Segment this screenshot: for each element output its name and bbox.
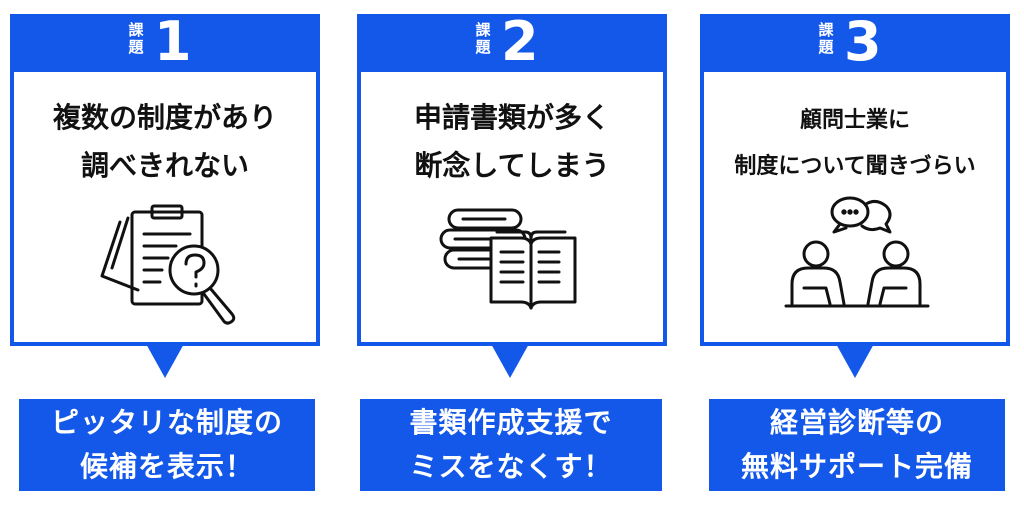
solution-line1: 経営診断等の [769, 406, 944, 439]
challenge-label-top: 課 [475, 21, 491, 39]
challenge-header-2: 課 題 2 [357, 10, 667, 73]
solution-line1: ピッタリな制度の [50, 406, 283, 439]
challenge-header-3: 課 題 3 [700, 10, 1010, 73]
challenge-title: 複数の制度があり 調べきれない [14, 94, 316, 190]
challenge-label-bottom: 題 [475, 38, 491, 56]
challenge-title-line2: 断念してしまう [414, 149, 610, 182]
challenge-title: 顧問士業に 制度について聞きづらい [704, 98, 1006, 190]
solution-box-3: 経営診断等の 無料サポート完備 [709, 399, 1005, 491]
books-icon [439, 208, 577, 310]
challenge-label-bottom: 題 [128, 38, 144, 56]
challenge-label: 課 題 [128, 22, 144, 56]
challenge-label-top: 課 [128, 21, 144, 39]
arrow-down-icon [835, 342, 875, 378]
challenge-number: 3 [844, 10, 882, 73]
clipboard-magnifier-icon [100, 204, 236, 325]
challenge-title: 申請書類が多く 断念してしまう [361, 94, 663, 190]
challenge-title-line1: 顧問士業に [799, 108, 910, 133]
challenge-title-line2: 調べきれない [80, 149, 249, 182]
challenge-header-1: 課 題 1 [10, 10, 320, 73]
solution-box-1: ピッタリな制度の 候補を表示！ [19, 399, 315, 491]
challenge-label-top: 課 [818, 21, 834, 39]
challenge-number: 1 [154, 10, 192, 73]
solution-line2: 無料サポート完備 [740, 450, 973, 483]
challenge-card-1: 課 題 1 複数の制度があり 調べきれない [10, 10, 320, 346]
challenge-label: 課 題 [475, 22, 491, 56]
challenge-card-2: 課 題 2 申請書類が多く 断念してしまう [357, 10, 667, 346]
challenge-label: 課 題 [818, 22, 834, 56]
challenge-title-line1: 複数の制度があり [52, 101, 277, 134]
challenge-card-3: 課 題 3 顧問士業に 制度について聞きづらい [700, 10, 1010, 346]
consultation-icon [784, 196, 930, 308]
arrow-down-icon [490, 342, 530, 378]
solution-line2: ミスをなくす！ [409, 450, 613, 483]
solution-line2: 候補を表示！ [79, 450, 254, 483]
solution-box-2: 書類作成支援で ミスをなくす！ [360, 399, 662, 491]
challenge-title-line2: 制度について聞きづらい [734, 154, 976, 179]
challenge-title-line1: 申請書類が多く [413, 101, 610, 134]
challenge-label-bottom: 題 [818, 38, 834, 56]
challenge-number: 2 [501, 10, 539, 73]
solution-line1: 書類作成支援で [409, 406, 613, 439]
arrow-down-icon [145, 342, 185, 378]
